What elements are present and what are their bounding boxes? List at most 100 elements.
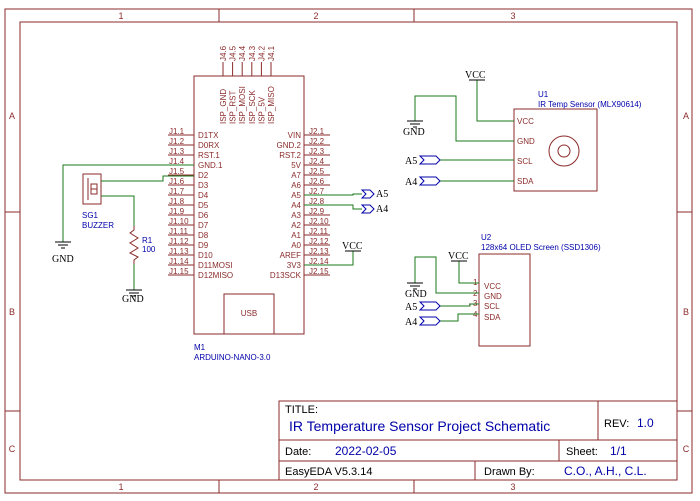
arduino-nano[interactable]: USB M1 ARDUINO-NANO-3.0 J4.6ISP_GNDJ4.5I… (168, 45, 330, 362)
arduino-left-pinnum: J1.3 (169, 147, 185, 156)
netflag-a4-u1: A4 (405, 177, 417, 188)
netflag-a4-arduino: A4 (376, 204, 388, 215)
arduino-left-pin-label: GND.1 (198, 161, 223, 170)
arduino-left-pin-label: D5 (198, 201, 209, 210)
arduino-right-pinnum: J2.9 (309, 207, 325, 216)
arduino-right-pinnum: J2.14 (309, 257, 329, 266)
arduino-right-pin-label: RST.2 (279, 151, 301, 160)
arduino-top-pin-label: ISP_MOSI (238, 86, 247, 124)
arduino-right-pin-label: VIN (288, 131, 302, 140)
arduino-right-pin-label: D13SCK (270, 271, 302, 280)
wire-u1-gnd (414, 95, 514, 142)
arduino-left-pin-label: D8 (198, 231, 209, 240)
wire-u2-gnd (414, 256, 479, 294)
buzzer-sg1[interactable]: SG1 BUZZER (82, 173, 114, 230)
arduino-right-pinnum: J2.6 (309, 177, 325, 186)
row-label-b-left: B (9, 307, 15, 317)
usb-label: USB (241, 309, 257, 318)
arduino-right-pin-label: A3 (291, 211, 301, 220)
resistor-r1[interactable]: R1 100 (128, 226, 156, 264)
drawn-value: C.O., A.H., C.L. (564, 464, 647, 478)
wire-u2-sda (440, 313, 479, 322)
arduino-left-pin-label: RST.1 (198, 151, 220, 160)
arduino-right-pinnum: J2.1 (309, 127, 325, 136)
arduino-left-pin-label: D0RX (198, 141, 220, 150)
arduino-left-pin-label: D2 (198, 171, 209, 180)
arduino-right-pinnum: J2.8 (309, 197, 325, 206)
title-value: IR Temperature Sensor Project Schematic (289, 418, 550, 434)
oled-u2[interactable]: U2 128x64 OLED Screen (SSD1306) VCC GND … (469, 233, 601, 347)
arduino-left-pinnum: J1.13 (169, 247, 189, 256)
arduino-top-pinnum: J4.5 (229, 45, 238, 61)
col-label-2-top: 2 (313, 11, 318, 21)
vcc-symbol-u1: VCC (465, 70, 486, 81)
arduino-top-pinnum: J4.2 (257, 45, 266, 61)
arduino-top-pins: J4.6ISP_GNDJ4.5ISP_RSTJ4.4ISP_MOSIJ4.3IS… (219, 45, 276, 124)
arduino-right-pinnum: J2.4 (309, 157, 325, 166)
row-label-c-right: C (683, 444, 690, 454)
arduino-right-pinnum: J2.7 (309, 187, 325, 196)
u2-pin-vcc: VCC (484, 282, 501, 291)
u1-body (513, 108, 598, 192)
wire-buzzer-d2 (101, 175, 194, 182)
arduino-right-pinnum: J2.2 (309, 137, 325, 146)
gnd-symbol-buzzer: GND (52, 241, 74, 265)
netflag-a4-u2: A4 (405, 317, 417, 328)
net-flags: A5 A4 A5 A4 A5 A4 (360, 155, 441, 328)
arduino-right-pin-label: 5V (291, 161, 301, 170)
vcc-label-u1: VCC (465, 70, 486, 81)
arduino-left-pinnum: J1.5 (169, 167, 185, 176)
wire-u1-vcc (476, 80, 514, 122)
arduino-top-pinnum: J4.4 (238, 45, 247, 61)
wire-u2-scl (440, 303, 479, 307)
resistor-zigzag (128, 226, 139, 264)
gnd-symbol-r1: GND (122, 289, 144, 305)
col-label-3-bottom: 3 (510, 482, 515, 492)
resistor-ref: R1 (142, 236, 153, 245)
arduino-right-pinnum: J2.3 (309, 147, 325, 156)
arduino-left-pinnum: J1.8 (169, 197, 185, 206)
ir-sensor-u1[interactable]: U1 IR Temp Sensor (MLX90614) VCC GND SCL… (504, 90, 642, 192)
arduino-top-pin-label: ISP_SCK (248, 90, 257, 124)
arduino-left-pinnum: J1.15 (169, 267, 189, 276)
date-value: 2022-02-05 (335, 444, 397, 458)
u1-pin-sda: SDA (517, 177, 534, 186)
arduino-left-pinnum: J1.10 (169, 217, 189, 226)
arduino-right-pin-label: A6 (291, 181, 301, 190)
arduino-top-pin-label: ISP_5V (257, 96, 266, 124)
u2-part: 128x64 OLED Screen (SSD1306) (481, 243, 601, 252)
arduino-left-pinnum: J1.11 (169, 227, 189, 236)
arduino-left-pinnum: J1.2 (169, 137, 185, 146)
usb-connector (223, 293, 275, 335)
col-label-1-top: 1 (118, 11, 123, 21)
arduino-left-pinnum: J1.14 (169, 257, 189, 266)
u2-pin-gnd: GND (484, 292, 502, 301)
gnd-symbol-u2: GND (405, 282, 427, 300)
arduino-left-pin-label: D4 (198, 191, 209, 200)
wires (62, 80, 514, 322)
netflag-a5-arduino: A5 (376, 189, 388, 200)
vcc-label-arduino: VCC (342, 241, 363, 252)
gnd-label-u1: GND (403, 127, 425, 138)
arduino-right-pin-label: GND.2 (277, 141, 302, 150)
u1-lens-outer (548, 135, 580, 167)
arduino-top-pinnum: J4.1 (267, 45, 276, 61)
date-label: Date: (285, 446, 311, 458)
arduino-left-pinnum: J1.6 (169, 177, 185, 186)
col-label-1-bottom: 1 (118, 482, 123, 492)
title-block: TITLE: IR Temperature Sensor Project Sch… (278, 400, 678, 481)
arduino-left-pin-label: D9 (198, 241, 209, 250)
software-label: EasyEDA V5.3.14 (285, 466, 372, 478)
col-label-2-bottom: 2 (313, 482, 318, 492)
sheet-value: 1/1 (610, 444, 627, 458)
arduino-right-pinnum: J2.11 (309, 227, 329, 236)
arduino-left-pin-label: D11MOSI (198, 261, 233, 270)
gnd-label-r1: GND (122, 294, 144, 305)
gnd-symbol-u1: GND (403, 120, 425, 138)
arduino-part: ARDUINO-NANO-3.0 (194, 353, 271, 362)
arduino-left-pinnum: J1.1 (169, 127, 185, 136)
arduino-right-pin-label: 3V3 (287, 261, 302, 270)
u2-ref: U2 (481, 233, 492, 242)
arduino-left-pin-label: D7 (198, 221, 209, 230)
